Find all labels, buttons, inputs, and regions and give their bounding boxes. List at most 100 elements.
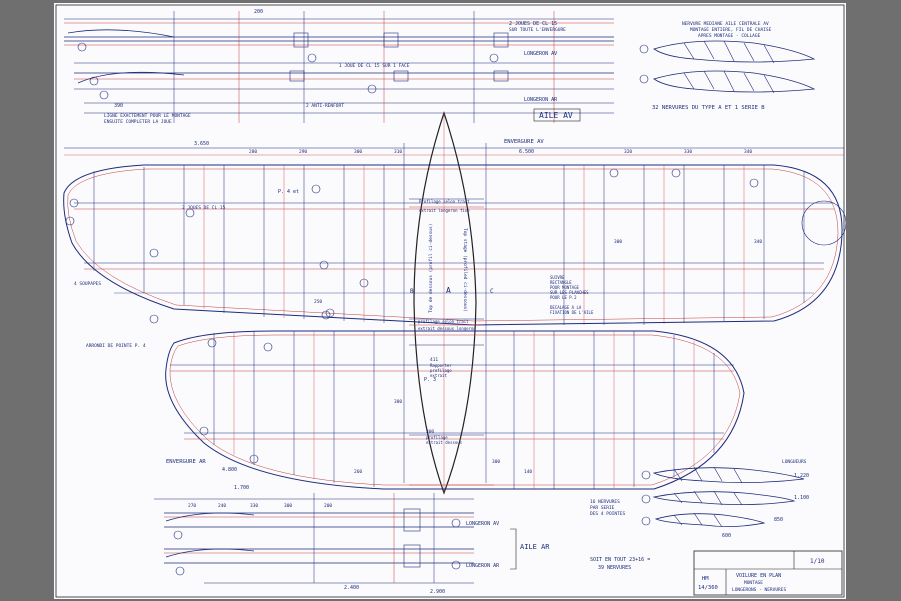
top-joue-label: 1 JOUE DE CL 15 SUR 1 FACE [339, 63, 410, 69]
upper-dim-3: 300 [354, 149, 362, 155]
rib-bottom-drawing [641, 466, 805, 528]
upper-right-note2: RECTANGLE [550, 280, 572, 285]
lower-center-bot-1: profilage [426, 435, 448, 440]
upper-dim-4: 310 [394, 149, 402, 155]
center-vertical-2: Top stage (profiled ci-dessous) [462, 228, 468, 312]
bottom-dim-4: 300 [284, 503, 292, 509]
upper-dim-1: 280 [249, 149, 257, 155]
top-dim-200: 200 [254, 9, 263, 15]
upper-note-left: 4 SOUPAPES [74, 281, 101, 287]
rib-top-caption3: APRES MONTAGE - COLLAGE [698, 33, 761, 39]
top-ligne2: ENSUITE COMPLETER LA JOUE [104, 119, 172, 125]
rib-bottom-length-0: 1.220 [794, 473, 809, 479]
rib-top-caption2: MONTAGE ENTIERE, FIL DE CHAISE [690, 27, 772, 33]
lower-dim-380: 380 [394, 399, 402, 405]
center-bot2: extrait dessous longeron [418, 326, 476, 331]
sheet-border [55, 4, 845, 598]
upper-span-label: ENVERGURE AV [504, 139, 544, 145]
bottom-span-total: 2.900 [430, 589, 445, 595]
top-longeron-ar: LONGERON AR [524, 97, 558, 103]
center-top2: extrait longeron fixe [419, 208, 470, 213]
title-block [693, 550, 843, 596]
top-spar-drawing [64, 11, 614, 123]
title-ref2: 14/360 [698, 585, 718, 591]
rib-bottom-count3: DES 4 POINTES [590, 511, 626, 517]
upper-dim-340: 340 [754, 239, 762, 245]
upper-span-value: 6.500 [519, 149, 534, 155]
drawing-sheet: 200 390 2 JOUES DE CL 15 SUR TOUTE L'ENV… [54, 3, 846, 599]
upper-wing-outline [63, 164, 846, 326]
top-longeron-av: LONGERON AV [524, 51, 557, 57]
rib-bottom-length-1: 1.100 [794, 495, 809, 501]
upper-dim-250: 250 [314, 299, 322, 305]
upper-right-note: SUIVRE [550, 275, 565, 280]
lower-center-bot-2: extrait dessous [426, 440, 463, 445]
rib-bottom-length-2: 850 [774, 517, 783, 523]
rib-bottom-count: 16 NERVURES [590, 499, 620, 505]
lower-dim-300: 300 [492, 459, 500, 465]
center-bot: profilage selon trait [418, 319, 469, 324]
upper-right-note3: POUR MONTAGE [550, 285, 579, 290]
rib-top-drawing [639, 40, 816, 94]
top-ligne: LIGNE EXACTEMENT POUR LE MONTAGE [104, 113, 191, 119]
bottom-spar-drawing [154, 493, 517, 584]
aile-av-box [533, 108, 581, 122]
upper-dim-300: 300 [614, 239, 622, 245]
rib-bottom-total2: 39 NERVURES [598, 565, 631, 571]
title-ref1: HM [702, 576, 709, 582]
bottom-dim-0: 1.700 [234, 485, 249, 491]
top-wing-label: AILE AV [539, 111, 573, 120]
rib-bottom-count2: PAR SERIE [590, 505, 615, 511]
title-line1: VOILURE EN PLAN [736, 573, 781, 579]
upper-dim-5: 320 [624, 149, 632, 155]
lower-span-label: ENVERGURE AR [166, 459, 206, 465]
lower-note-left: ARRONDI DE POINTE P. 4 [86, 343, 146, 349]
upper-right-note4: SUR LES PLANCHES [550, 290, 589, 295]
lower-center-label-0: Rapporter [430, 363, 452, 368]
center-c: C [490, 288, 494, 295]
center-vertical-1: Top de dessous (profil ci-dessus) [428, 224, 434, 313]
bottom-dim-5: 200 [324, 503, 332, 509]
bottom-dim-3: 330 [250, 503, 258, 509]
lower-dim-260: 260 [354, 469, 362, 475]
bottom-longeron-av: LONGERON AV [466, 521, 499, 527]
bottom-dim-6: 2.400 [344, 585, 359, 591]
top-spars-label: 2 JOUES DE CL 15 [509, 21, 557, 27]
upper-right-note7: FIXATION DE L'AILE [550, 310, 594, 315]
lower-dim-140: 140 [524, 469, 532, 475]
center-a: A [446, 286, 451, 295]
upper-dim-7: 340 [744, 149, 752, 155]
top-renfort: 2 ANTI-RENFORT [306, 103, 344, 109]
rib-top-count: 32 NERVURES DU TYPE A ET 1 SERIE B [652, 105, 765, 111]
upper-dim-6: 330 [684, 149, 692, 155]
upper-right-note6: DECALAGE A LA [550, 305, 582, 310]
lower-center-label-1: profilage [430, 368, 452, 373]
title-line3: LONGERONS - NERVURES [732, 587, 786, 593]
lower-dim-411: 411 [430, 357, 438, 363]
top-dim-390: 390 [114, 103, 123, 109]
bottom-wing-label: AILE AR [520, 543, 550, 551]
blueprint-drawing: 200 390 2 JOUES DE CL 15 SUR TOUTE L'ENV… [55, 4, 846, 598]
bottom-dim-2: 240 [218, 503, 226, 509]
center-b: B [410, 288, 414, 295]
rib-bottom-length-3: 600 [722, 533, 731, 539]
upper-right-note5: POUR LE P.2 [550, 295, 577, 300]
lower-pt: P. 3 [424, 377, 436, 383]
upper-note-right: 2 JOUES DE CL 15 [182, 205, 226, 211]
lower-wing-outline [165, 308, 745, 490]
center-section [403, 111, 494, 495]
lower-center-bot-0: 300 [426, 429, 434, 435]
upper-pt: P. 4 et [278, 189, 299, 195]
title-line2: MONTAGE [744, 580, 763, 586]
rib-top-caption: NERVURE MEDIANE AILE CENTRALE AV [682, 21, 769, 27]
bottom-longeron-ar: LONGERON AR [466, 563, 500, 569]
rib-bottom-caption: LONGUEURS [782, 459, 807, 465]
center-top: Profilage selon trait [419, 199, 470, 204]
bottom-dim-1: 270 [188, 503, 196, 509]
top-spars-sub: SUR TOUTE L'ENVERGURE [509, 27, 566, 33]
upper-dim-0: 3.650 [194, 141, 209, 147]
upper-dim-2: 290 [299, 149, 307, 155]
lower-span-value: 4.800 [222, 467, 237, 473]
rib-bottom-total: SOIT EN TOUT 23+16 = [590, 557, 650, 563]
lower-center-label-2: extrait [430, 373, 447, 378]
